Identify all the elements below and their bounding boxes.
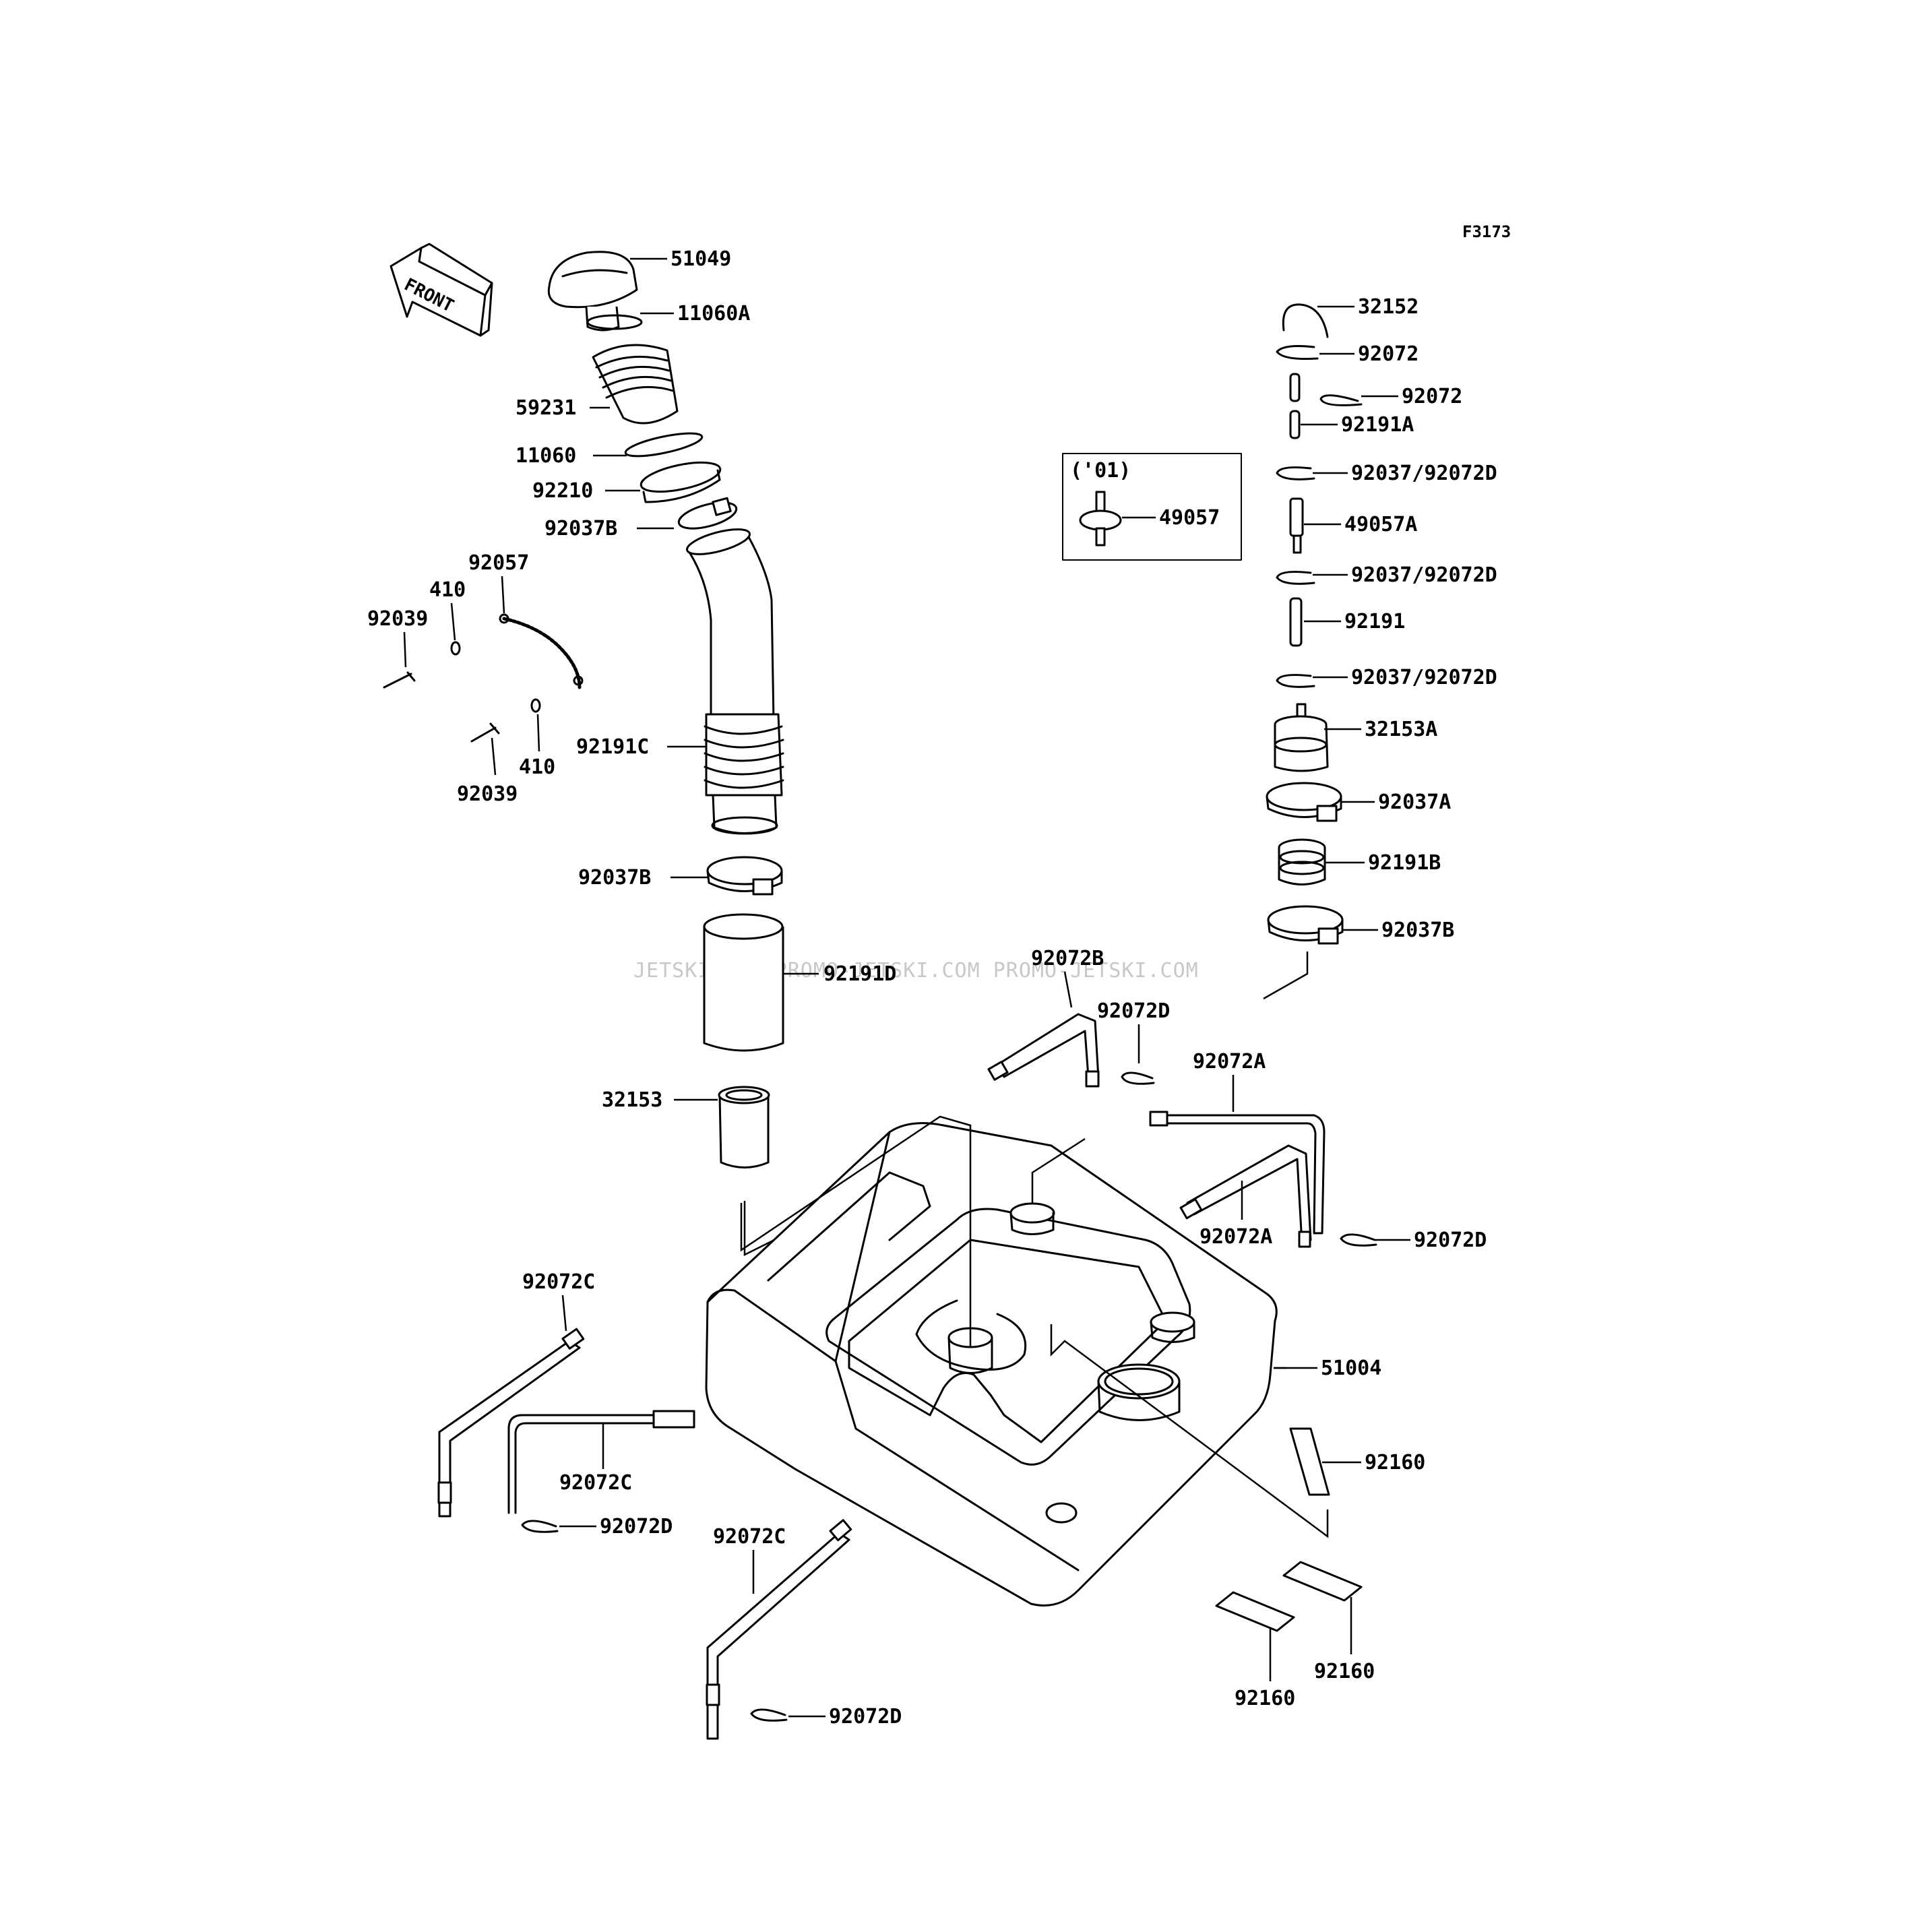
clip-icon [1276, 345, 1319, 361]
vent-cap-icon [1274, 703, 1329, 772]
clip-icon [1276, 571, 1315, 585]
label-49057A: 49057A [1344, 513, 1417, 536]
clip-icon [1319, 394, 1363, 406]
label-92039-a: 92039 [367, 607, 428, 631]
fuel-cap-icon [547, 251, 638, 332]
clip-icon [521, 1520, 559, 1533]
label-92072B: 92072B [1031, 947, 1104, 970]
label-92037B-mid: 92037B [578, 866, 651, 890]
strap-icon [507, 1410, 695, 1514]
label-92037-92072D-a: 92037/92072D [1351, 462, 1497, 485]
label-32153: 32153 [602, 1088, 662, 1112]
label-92037-92072D-b: 92037/92072D [1351, 563, 1497, 587]
variant-box-label: ('01) [1070, 459, 1131, 482]
variant-box [1062, 453, 1242, 561]
hose-clamp-icon [706, 856, 783, 896]
rivet-icon [470, 722, 500, 743]
hose-clamp-icon [1266, 782, 1342, 822]
label-92072A-b: 92072A [1199, 1225, 1272, 1249]
clip-icon [750, 1708, 788, 1722]
clip-icon [1276, 466, 1315, 480]
label-11060: 11060 [516, 444, 576, 468]
clip-icon [1121, 1071, 1155, 1085]
hose-icon [703, 913, 784, 1052]
decal-icon [1282, 1561, 1363, 1602]
fuel-tank-icon [705, 1122, 1278, 1607]
label-32153A: 32153A [1365, 718, 1437, 741]
hose-clamp-icon [1267, 905, 1344, 945]
label-92037A: 92037A [1378, 790, 1451, 814]
nut-icon [640, 461, 722, 503]
label-92191: 92191 [1344, 610, 1405, 633]
label-92057: 92057 [468, 551, 529, 575]
label-51004: 51004 [1321, 1357, 1381, 1380]
vent-pipe-icon [1282, 303, 1329, 338]
label-92191B: 92191B [1368, 851, 1441, 875]
label-92160-b: 92160 [1314, 1660, 1375, 1683]
label-59231: 59231 [516, 396, 576, 420]
filler-hose-icon [685, 528, 784, 835]
label-92072D-d: 92072D [829, 1705, 902, 1728]
label-92191C: 92191C [576, 735, 649, 759]
collar-icon [718, 1086, 770, 1168]
hose-clamp-icon [677, 497, 738, 530]
rivet-icon [383, 671, 416, 689]
washer-icon [450, 641, 461, 656]
tether-cord-icon [502, 617, 582, 689]
label-92191A: 92191A [1341, 413, 1414, 437]
strap-icon [1149, 1111, 1326, 1248]
front-arrow-icon [389, 243, 493, 337]
label-92072-a: 92072 [1358, 342, 1419, 366]
label-92191D: 92191D [823, 962, 896, 986]
check-valve-icon [1079, 491, 1122, 547]
figure-code: F3173 [1462, 222, 1511, 241]
strap-icon [987, 1013, 1100, 1088]
vent-tube-icon [1289, 373, 1301, 439]
decal-icon [1215, 1591, 1295, 1632]
label-410-a: 410 [429, 578, 466, 602]
clip-icon [1276, 674, 1315, 688]
strap-icon [437, 1328, 585, 1518]
label-92160-c: 92160 [1235, 1687, 1295, 1710]
label-92072-b: 92072 [1402, 385, 1462, 408]
clip-icon [1340, 1233, 1377, 1247]
label-92037B-right: 92037B [1381, 918, 1454, 942]
gasket-icon [624, 432, 704, 458]
label-11060A: 11060A [677, 302, 750, 325]
vent-tube-icon [1289, 597, 1303, 647]
label-92072D-a: 92072D [1097, 999, 1170, 1023]
label-92072C-c: 92072C [713, 1525, 786, 1549]
washer-icon [530, 698, 541, 713]
decal-icon [1289, 1427, 1330, 1496]
label-92072A-a: 92072A [1193, 1050, 1266, 1073]
filler-neck-icon [592, 344, 679, 425]
check-valve-icon [1289, 497, 1304, 554]
grommet-icon [1278, 838, 1326, 885]
label-92072D-b: 92072D [1414, 1228, 1487, 1252]
label-92072C-b: 92072C [559, 1471, 632, 1495]
label-92210: 92210 [532, 479, 593, 503]
label-92072D-c: 92072D [600, 1515, 673, 1538]
label-92037-92072D-c: 92037/92072D [1351, 666, 1497, 689]
label-92160-a: 92160 [1365, 1451, 1425, 1474]
label-49057: 49057 [1159, 506, 1220, 530]
label-32152: 32152 [1358, 295, 1419, 319]
label-410-b: 410 [519, 755, 555, 779]
label-51049: 51049 [671, 247, 731, 271]
label-92039-b: 92039 [457, 782, 518, 806]
label-92072C-a: 92072C [522, 1270, 595, 1294]
gasket-icon [586, 314, 643, 330]
label-92037B-top: 92037B [544, 517, 617, 540]
strap-icon [706, 1519, 852, 1740]
